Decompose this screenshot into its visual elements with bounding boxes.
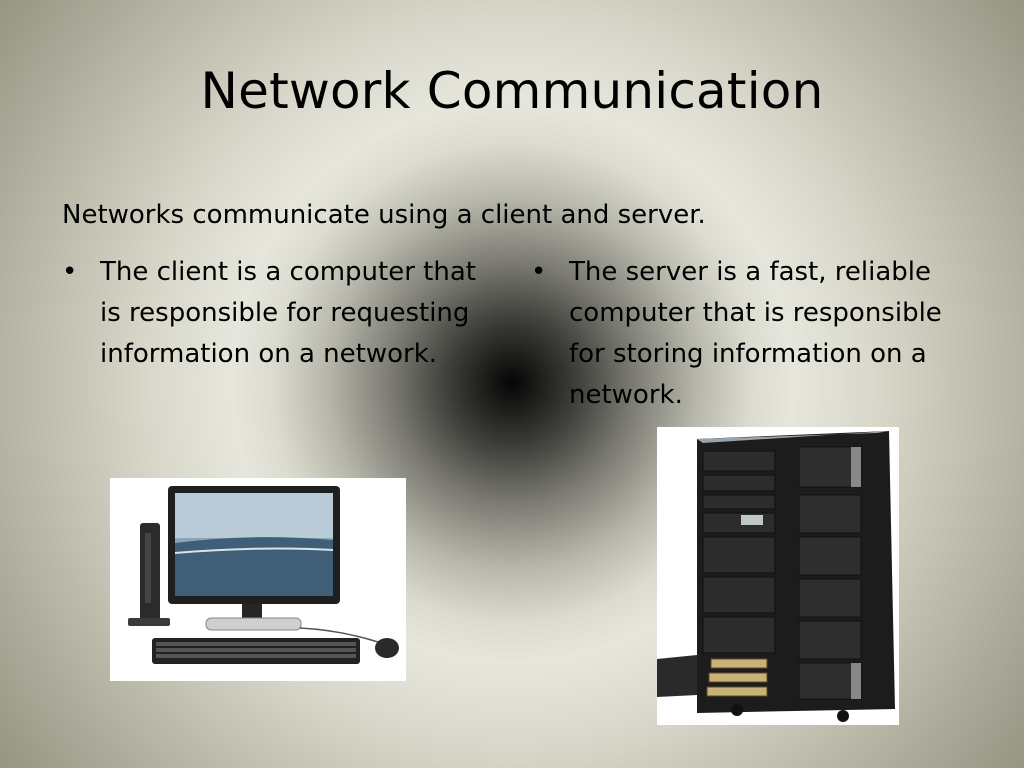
client-computer-illustration — [128, 486, 399, 664]
server-rack-image — [657, 427, 899, 725]
slide-title: Network Communication — [200, 62, 824, 120]
client-computer-image — [110, 478, 406, 681]
intro-text: Networks communicate using a client and … — [62, 200, 706, 230]
client-bullet-list: The client is a computer that is respons… — [62, 252, 502, 375]
server-rack-illustration — [657, 431, 895, 722]
client-bullet: The client is a computer that is respons… — [62, 252, 502, 375]
server-bullet-list: The server is a fast, reliable computer … — [531, 252, 971, 416]
server-bullet: The server is a fast, reliable computer … — [531, 252, 971, 416]
mouse — [375, 638, 399, 658]
